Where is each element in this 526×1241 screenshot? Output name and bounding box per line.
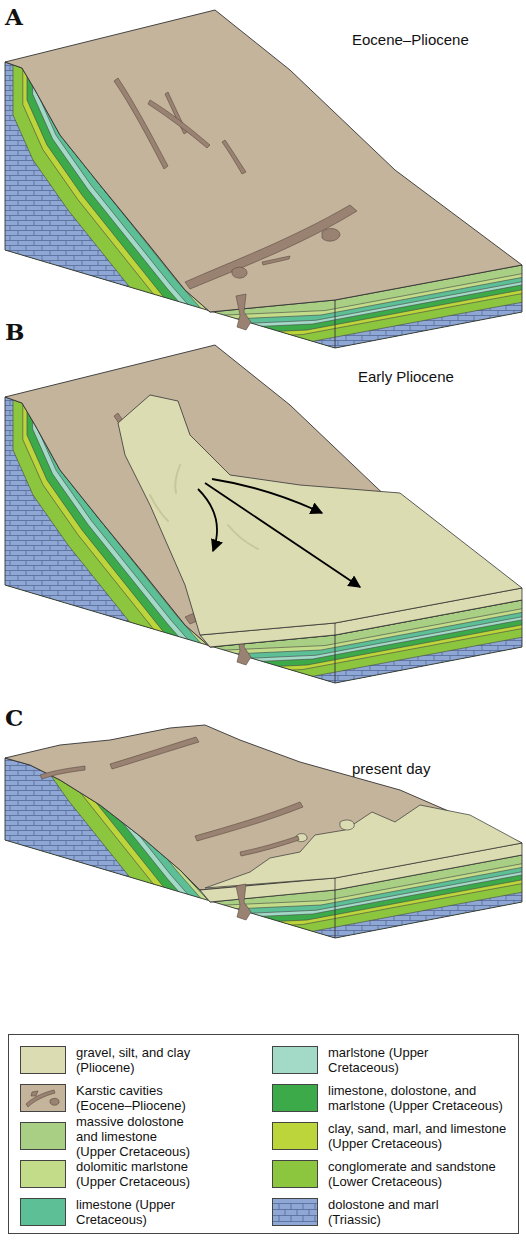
legend-label: dolomitic marlstone (Upper Cretaceous) xyxy=(76,1159,201,1189)
panel-letter: B xyxy=(5,318,24,345)
legend-swatch xyxy=(20,1046,66,1074)
legend-swatch xyxy=(272,1084,318,1112)
legend-label: dolostone and marl (Triassic) xyxy=(328,1197,448,1227)
legend-swatch xyxy=(20,1122,66,1150)
cavity-symbol xyxy=(20,1084,66,1112)
legend-label: massive dolostone and limestone (Upper C… xyxy=(76,1114,194,1159)
legend-swatch xyxy=(20,1160,66,1188)
panel-c-block xyxy=(0,560,526,1241)
legend-label: gravel, silt, and clay (Pliocene) xyxy=(76,1045,226,1075)
legend-label: clay, sand, marl, and limestone (Upper C… xyxy=(328,1121,518,1151)
panel-caption: Eocene–Pliocene xyxy=(352,31,469,48)
legend-label: limestone, dolostone, and marlstone (Upp… xyxy=(328,1083,508,1113)
legend-swatch xyxy=(20,1084,66,1112)
legend-swatch xyxy=(272,1046,318,1074)
legend-label: conglomerate and sandstone (Lower Cretac… xyxy=(328,1159,498,1189)
legend-label: Karstic cavities (Eocene–Pliocene) xyxy=(76,1083,201,1113)
legend-swatch xyxy=(20,1198,66,1226)
panel-letter: C xyxy=(5,704,23,731)
panel-caption: Early Pliocene xyxy=(358,368,454,385)
legend-swatch xyxy=(272,1160,318,1188)
legend-label: limestone (Upper Cretaceous) xyxy=(76,1197,196,1227)
legend-label: marlstone (Upper Cretaceous) xyxy=(328,1045,448,1075)
brick-pattern xyxy=(273,1199,317,1225)
legend-swatch xyxy=(272,1122,318,1150)
panel-b-block xyxy=(0,305,526,1241)
panel-caption: present day xyxy=(352,760,430,777)
panel-letter: A xyxy=(5,3,23,30)
